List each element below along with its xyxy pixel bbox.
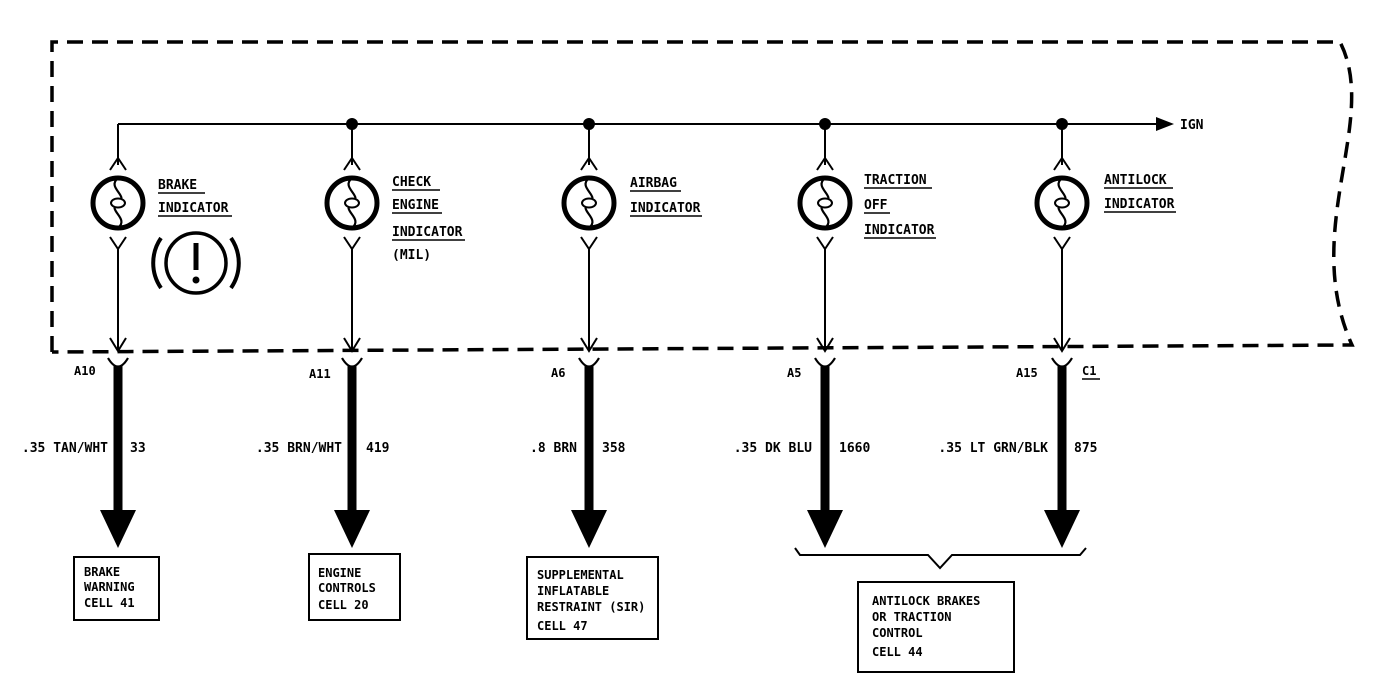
wire-arrow-icon <box>334 510 370 548</box>
label-traction-line2: OFF <box>864 198 888 213</box>
pin-a6: A6 <box>551 366 565 380</box>
indicator-airbag <box>561 118 617 548</box>
label-traction-line3: INDICATOR <box>864 223 935 238</box>
terminal-chevron-icon <box>1053 156 1071 171</box>
ign-label: IGN <box>1180 118 1204 133</box>
terminal-chevron-icon <box>109 156 127 171</box>
svg-text:CONTROLS: CONTROLS <box>318 581 376 595</box>
module-boundary <box>50 40 1355 354</box>
label-brake-line2: INDICATOR <box>158 201 229 216</box>
brake-warning-symbol-icon <box>151 231 241 295</box>
terminal-chevron-icon <box>580 236 598 251</box>
indicator-lamp-icon <box>797 175 853 231</box>
wire-color-358: .8 BRN <box>530 441 577 456</box>
connector-c1: C1 <box>1082 364 1096 378</box>
wire-color-1660: .35 DK BLU <box>734 441 812 456</box>
label-traction-line1: TRACTION <box>864 173 927 188</box>
indicator-traction-off <box>797 118 853 548</box>
connector-pin-icon <box>578 357 600 368</box>
label-brake-line1: BRAKE <box>158 178 197 193</box>
group-brace <box>794 547 1087 570</box>
label-check-line2: ENGINE <box>392 198 439 213</box>
terminal-chevron-icon <box>1053 236 1071 251</box>
dest-box-antilock-traction: ANTILOCK BRAKES OR TRACTION CONTROL CELL… <box>857 581 1015 673</box>
circuit-419: 419 <box>366 441 389 456</box>
connector-pin-icon <box>107 357 129 368</box>
svg-text:ANTILOCK BRAKES: ANTILOCK BRAKES <box>872 594 980 608</box>
wire-arrow-icon <box>100 510 136 548</box>
connector-pin-icon <box>814 357 836 368</box>
svg-text:CONTROL: CONTROL <box>872 626 923 640</box>
svg-text:CELL 47: CELL 47 <box>537 619 588 633</box>
indicator-lamp-icon <box>561 175 617 231</box>
label-check-line1: CHECK <box>392 175 431 190</box>
svg-text:WARNING: WARNING <box>84 580 135 594</box>
connector-pin-icon <box>341 357 363 368</box>
wire-arrow-icon <box>807 510 843 548</box>
wire-color-419: .35 BRN/WHT <box>256 441 342 456</box>
ign-arrow <box>1156 117 1174 131</box>
label-check-line4: (MIL) <box>392 248 431 263</box>
indicator-brake <box>90 124 146 548</box>
pin-a10: A10 <box>74 364 96 378</box>
circuit-875: 875 <box>1074 441 1097 456</box>
indicator-lamp-icon <box>324 175 380 231</box>
terminal-chevron-icon <box>343 156 361 171</box>
dest-box-engine-controls: ENGINE CONTROLS CELL 20 <box>308 553 401 621</box>
label-check-line3: INDICATOR <box>392 225 463 240</box>
svg-text:CELL 20: CELL 20 <box>318 598 369 612</box>
terminal-chevron-icon <box>816 156 834 171</box>
circuit-1660: 1660 <box>839 441 870 456</box>
indicator-lamp-icon <box>1034 175 1090 231</box>
wire-color-875: .35 LT GRN/BLK <box>938 441 1048 456</box>
wire-arrow-icon <box>571 510 607 548</box>
terminal-chevron-icon <box>580 156 598 171</box>
svg-text:OR TRACTION: OR TRACTION <box>872 610 951 624</box>
pin-a11: A11 <box>309 367 331 381</box>
svg-text:CELL 41: CELL 41 <box>84 596 135 610</box>
pin-a5: A5 <box>787 366 801 380</box>
circuit-33: 33 <box>130 441 146 456</box>
label-airbag-line2: INDICATOR <box>630 201 701 216</box>
svg-text:INFLATABLE: INFLATABLE <box>537 584 609 598</box>
indicator-lamp-icon <box>90 175 146 231</box>
svg-text:SUPPLEMENTAL: SUPPLEMENTAL <box>537 568 624 582</box>
dest-box-sir: SUPPLEMENTAL INFLATABLE RESTRAINT (SIR) … <box>526 556 659 640</box>
svg-text:CELL 44: CELL 44 <box>872 645 923 659</box>
svg-text:RESTRAINT (SIR): RESTRAINT (SIR) <box>537 600 645 614</box>
terminal-chevron-icon <box>109 236 127 251</box>
terminal-chevron-icon <box>816 236 834 251</box>
indicator-check-engine <box>324 118 380 548</box>
label-antilock-line1: ANTILOCK <box>1104 173 1167 188</box>
label-airbag-line1: AIRBAG <box>630 176 677 191</box>
svg-text:ENGINE: ENGINE <box>318 566 361 580</box>
dest-box-brake-warning: BRAKE WARNING CELL 41 <box>73 556 160 621</box>
svg-text:BRAKE: BRAKE <box>84 565 120 579</box>
label-antilock-line2: INDICATOR <box>1104 197 1175 212</box>
terminal-chevron-icon <box>343 236 361 251</box>
pin-a15: A15 <box>1016 366 1038 380</box>
indicator-antilock <box>1034 118 1090 548</box>
wire-arrow-icon <box>1044 510 1080 548</box>
wire-color-33: .35 TAN/WHT <box>22 441 108 456</box>
connector-pin-icon <box>1051 357 1073 368</box>
circuit-358: 358 <box>602 441 626 456</box>
